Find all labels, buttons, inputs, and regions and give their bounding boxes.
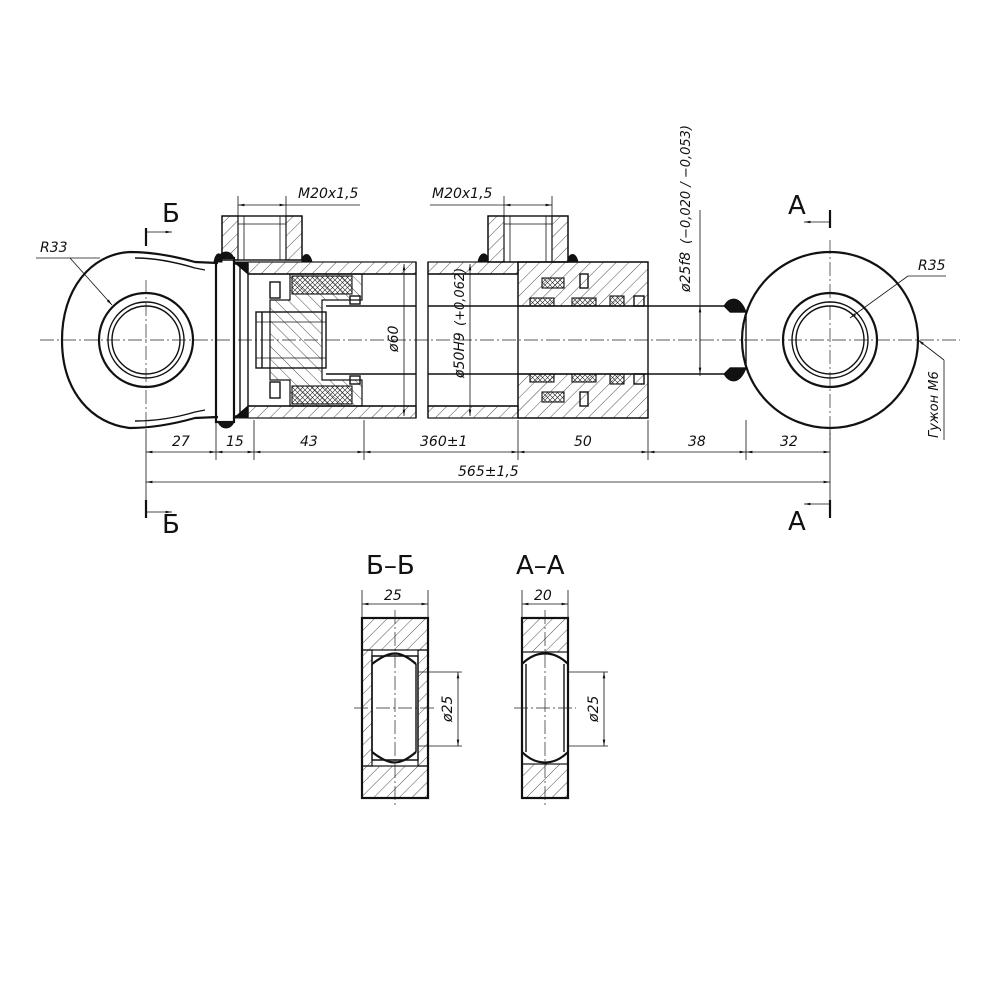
section-a-title: А–А xyxy=(516,551,565,581)
dim-total: 565±1,5 xyxy=(458,464,519,480)
weld-rear-top xyxy=(232,261,249,276)
rod-seal-1-top xyxy=(529,297,555,307)
weld-rod-top xyxy=(723,298,747,313)
barrel-right: ø50H9 (+0,062) xyxy=(427,261,519,419)
piston xyxy=(255,273,363,407)
section-b-title: Б–Б xyxy=(366,551,415,581)
piston-seal-top xyxy=(291,275,353,295)
dim-piston-tol: (+0,062) xyxy=(453,268,468,326)
rod-eye: R35 Гужон М6 xyxy=(740,240,946,440)
piston-seal-bottom xyxy=(291,385,353,405)
view-b-dia: ø25 xyxy=(440,696,456,723)
dim-piston-label: ø50H9 xyxy=(452,332,468,379)
dim-rod-label: ø25f8 xyxy=(678,252,694,293)
grease-nipple-label: Гужон М6 xyxy=(927,371,942,438)
thread-left-label: M20x1,5 xyxy=(298,186,359,202)
dim-rod: ø25f8 (−0,020 / −0,053) xyxy=(678,125,702,376)
dim-rod-tol: (−0,020 / −0,053) xyxy=(679,125,694,244)
section-b-top: Б xyxy=(162,199,180,229)
port-boss-left: M20x1,5 xyxy=(213,186,360,263)
thread-right-label: M20x1,5 xyxy=(432,186,493,202)
view-a-dia: ø25 xyxy=(586,696,602,723)
front-gland xyxy=(517,261,649,419)
radius-right-label: R35 xyxy=(918,258,946,274)
section-view-b: Б–Б 25 ø25 xyxy=(354,551,462,806)
section-b-bottom: Б xyxy=(162,510,180,540)
view-b-width: 25 xyxy=(384,588,402,604)
dim-50: 50 xyxy=(574,434,592,450)
section-a-bottom: А xyxy=(788,507,806,537)
dim-bore: ø60 xyxy=(386,264,406,416)
barrel-left xyxy=(247,261,417,419)
radius-left-label: R33 xyxy=(40,240,68,256)
dim-bore-label: ø60 xyxy=(386,326,402,353)
view-a-width: 20 xyxy=(534,588,552,604)
main-view: R33 M20x1,5 xyxy=(36,125,960,540)
weld-rod-bottom xyxy=(723,367,747,382)
weld-rear-bottom xyxy=(232,404,249,419)
rear-eye: R33 xyxy=(36,240,219,430)
dim-43: 43 xyxy=(300,434,318,450)
dimension-chain: 27 15 43 360±1 50 38 32 565±1,5 xyxy=(145,420,831,500)
port-boss-right: M20x1,5 xyxy=(430,186,579,263)
section-view-a: А–А 20 ø25 xyxy=(514,551,608,806)
section-a-top: А xyxy=(788,191,806,221)
dim-15: 15 xyxy=(226,434,244,450)
section-markers: Б Б А А xyxy=(144,191,832,540)
dim-360: 360±1 xyxy=(420,434,467,450)
dim-32: 32 xyxy=(780,434,798,450)
dim-27: 27 xyxy=(172,434,190,450)
dim-38: 38 xyxy=(688,434,706,450)
